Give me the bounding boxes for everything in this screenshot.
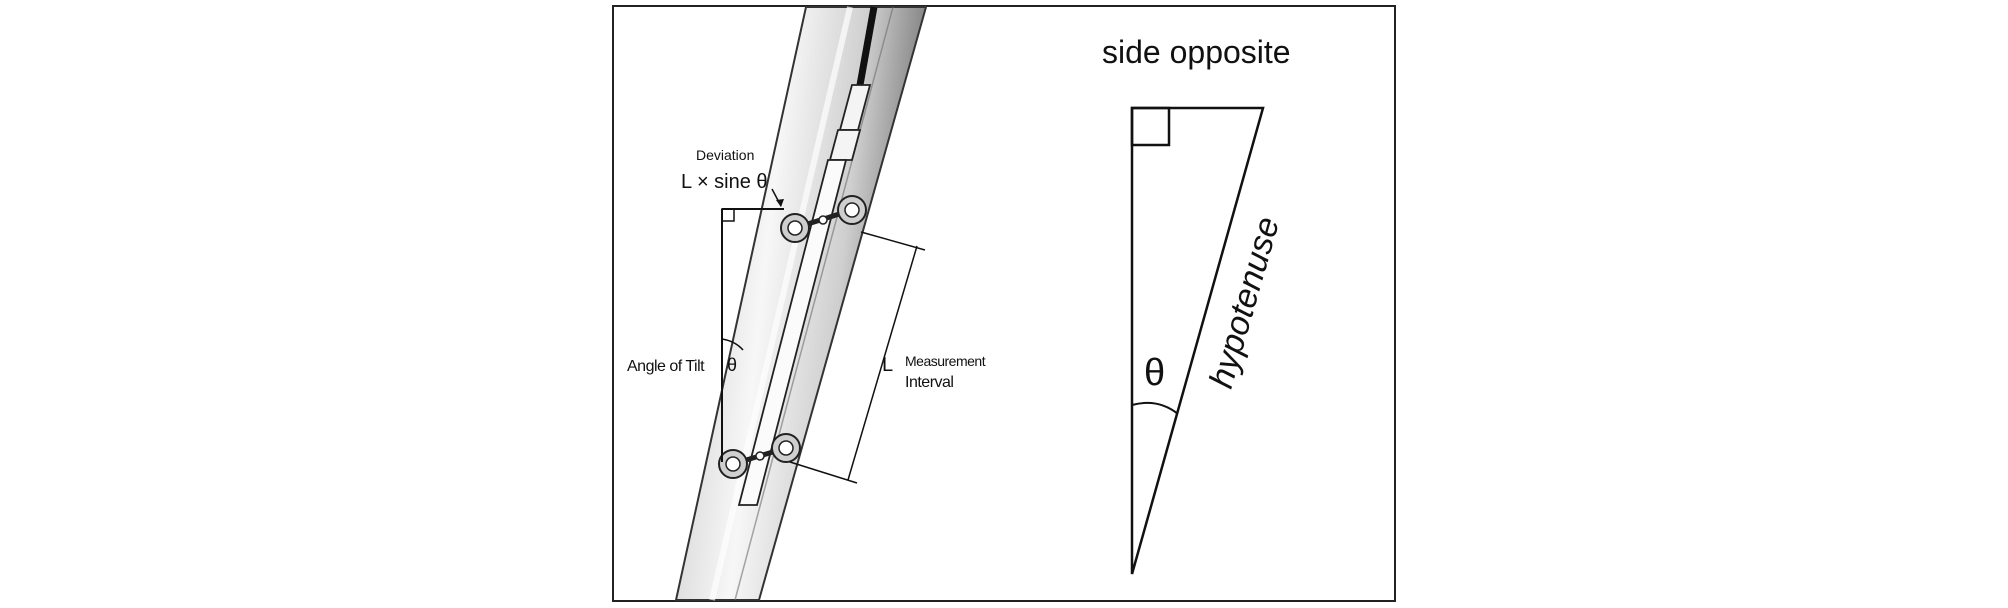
probe-connector [828,84,872,161]
length-l-symbol: L [882,354,893,376]
triangle-theta-symbol: θ [1144,352,1165,394]
theta-angle-arc [1131,401,1179,415]
right-triangle [1130,106,1265,575]
right-angle-marker-left [721,208,735,222]
probe-cable [856,6,878,86]
probe-body [737,159,848,506]
upper-pivot [818,215,828,225]
angle-of-tilt-label: Angle of Tilt [627,358,705,375]
tilt-angle-arc [721,338,744,351]
measurement-label-line1: Measurement [905,353,986,369]
lower-wheel-assembly [718,433,801,479]
measurement-label-line2: Interval [905,374,953,391]
deviation-formula: L × sine θ [681,171,768,193]
upper-wheel-assembly [780,195,867,243]
tilt-theta-symbol: θ [727,355,737,375]
side-opposite-label: side opposite [1102,34,1291,70]
measurement-interval-dimension [789,231,926,484]
deviation-label: Deviation [696,147,754,163]
lower-pivot [755,451,765,461]
right-angle-marker-right [1130,106,1171,147]
deviation-geometry [721,188,784,462]
